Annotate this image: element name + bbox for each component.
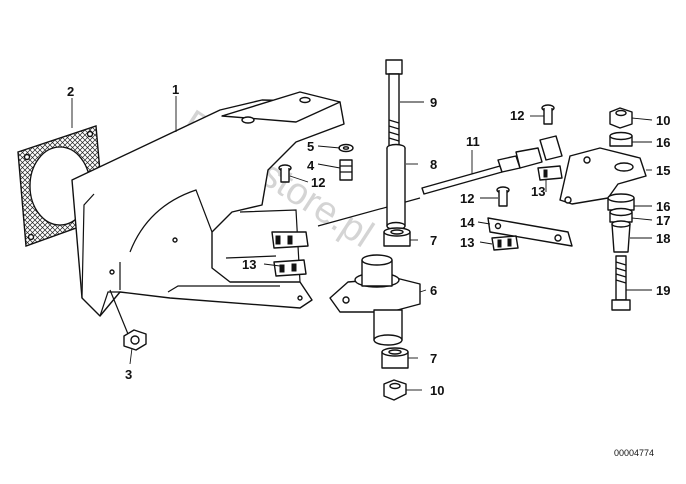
clip-part-right <box>537 165 563 181</box>
bracket-nut-part <box>109 289 147 351</box>
callout-labels: 1 2 3 4 5 6 7 7 8 9 10 10 11 12 12 12 13… <box>67 82 670 398</box>
clip-part-lower <box>491 235 519 251</box>
callout-2: 2 <box>67 84 74 99</box>
callout-15: 15 <box>656 163 670 178</box>
pin-part-upper <box>541 104 555 125</box>
lower-bushing-part <box>381 347 409 369</box>
callout-19: 19 <box>656 283 670 298</box>
callout-17: 17 <box>656 213 670 228</box>
callout-14: 14 <box>460 215 475 230</box>
lever-part <box>559 147 647 205</box>
callout-12-middle: 12 <box>460 191 474 206</box>
pedal-bracket-part <box>71 91 345 317</box>
bolt-part-4 <box>339 159 353 181</box>
callout-6: 6 <box>430 283 437 298</box>
long-bolt-part <box>385 59 403 149</box>
spacer-part <box>609 207 633 223</box>
callout-5: 5 <box>307 139 314 154</box>
callout-11: 11 <box>466 134 480 149</box>
washer-part-upper <box>609 131 633 147</box>
lever-plate-part <box>329 254 421 346</box>
leader-lines <box>71 96 653 391</box>
callout-10-upper: 10 <box>656 113 670 128</box>
callout-13-right: 13 <box>531 184 545 199</box>
pin-part-middle <box>496 186 510 207</box>
upper-nut-part <box>609 107 633 129</box>
callout-7-lower: 7 <box>430 351 437 366</box>
callout-7-upper: 7 <box>430 233 437 248</box>
callout-13-left: 13 <box>242 257 256 272</box>
bolt-part-19 <box>611 255 631 311</box>
callout-10-lower: 10 <box>430 383 444 398</box>
lower-nut-part <box>383 379 407 401</box>
callout-8: 8 <box>430 157 437 172</box>
washer-part-lower <box>607 193 635 211</box>
callout-9: 9 <box>430 95 437 110</box>
bushing-tube-part <box>386 143 406 231</box>
washer-part-5 <box>338 143 354 153</box>
pin-part-left <box>278 164 292 183</box>
callout-12-upper: 12 <box>510 108 524 123</box>
bracket-clip-part <box>273 259 307 277</box>
cable-part <box>317 135 563 227</box>
callout-13-lower: 13 <box>460 235 474 250</box>
reference-number: 00004774 <box>614 448 654 458</box>
callout-16-upper: 16 <box>656 135 670 150</box>
callout-12-left: 12 <box>311 175 325 190</box>
callout-4: 4 <box>307 158 315 173</box>
upper-bushing-part <box>383 227 411 247</box>
sleeve-part <box>611 220 631 253</box>
callout-3: 3 <box>125 367 132 382</box>
callout-16-lower: 16 <box>656 199 670 214</box>
callout-18: 18 <box>656 231 670 246</box>
linkage-rod-part <box>487 217 573 247</box>
callout-1: 1 <box>172 82 179 97</box>
